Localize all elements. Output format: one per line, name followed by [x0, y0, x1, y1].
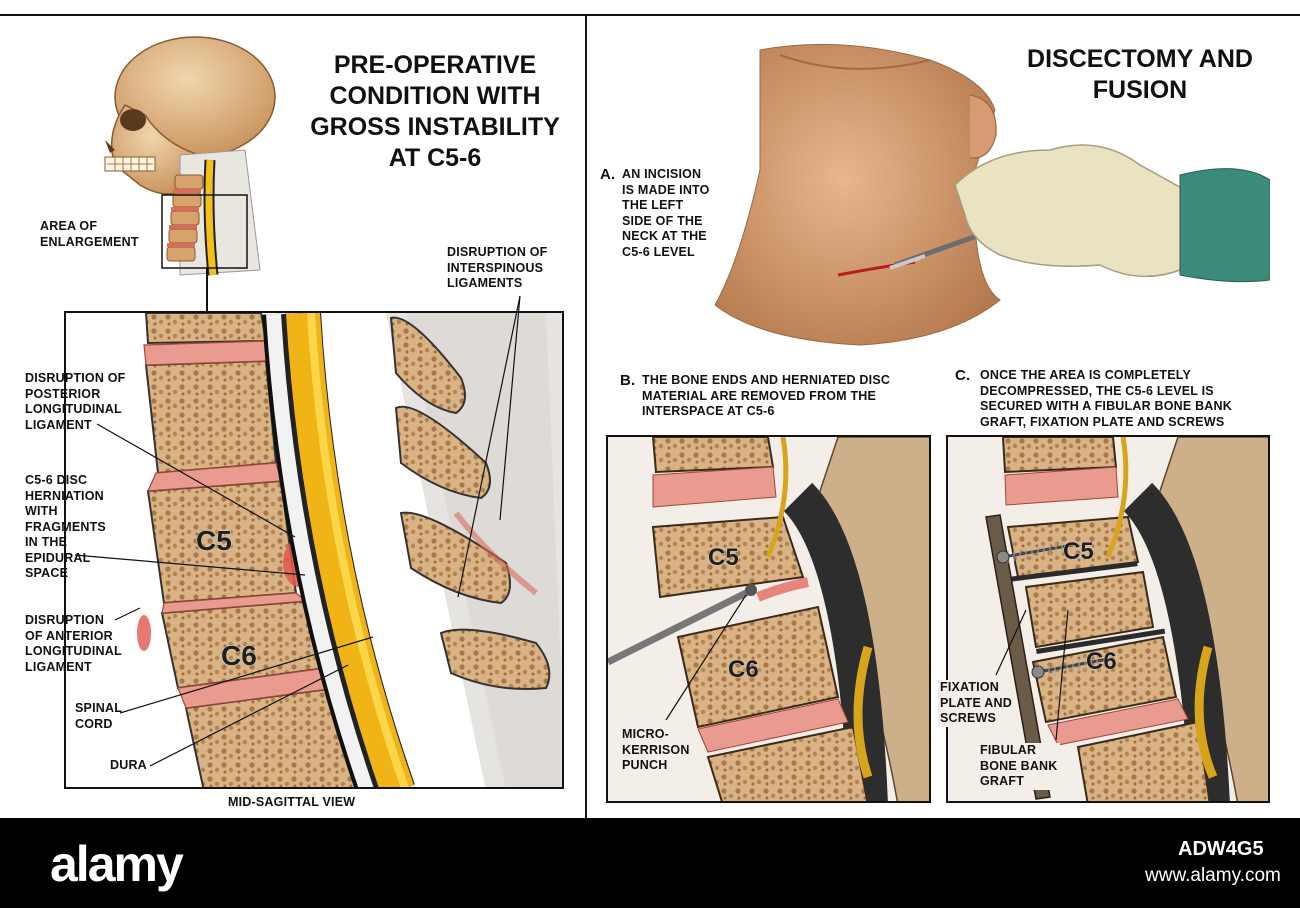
label-interspinous-ligaments: DISRUPTION OF INTERSPINOUS LIGAMENTS: [447, 245, 548, 290]
top-rule: [0, 14, 1300, 16]
watermark-footer: [0, 818, 1300, 908]
label-dura: DURA: [110, 758, 147, 772]
neck-incision-illustration: [714, 43, 1270, 346]
right-title: DISCECTOMY AND FUSION: [1027, 45, 1253, 104]
left-c5-label: C5: [196, 525, 232, 556]
site-url: www.alamy.com: [1145, 865, 1281, 886]
label-fixation-plate: FIXATION PLATE AND SCREWS: [938, 680, 1014, 727]
panel-c-c5-label: C5: [1063, 538, 1094, 565]
label-kerrison-punch: MICRO- KERRISON PUNCH: [622, 727, 690, 772]
mid-sagittal-illustration: C5 C6: [137, 313, 562, 787]
label-anterior-ligament: DISRUPTION OF ANTERIOR LONGITUDINAL LIGA…: [25, 613, 122, 674]
panel-b-discectomy: C5 C6: [606, 435, 931, 803]
step-c-text: ONCE THE AREA IS COMPLETELY DECOMPRESSED…: [980, 368, 1232, 429]
step-a-text: AN INCISION IS MADE INTO THE LEFT SIDE O…: [622, 167, 710, 259]
center-divider: [585, 14, 587, 818]
panel-b-c5-label: C5: [708, 544, 739, 571]
skull-neck-illustration: [104, 36, 276, 276]
panel-c-c6-label: C6: [1086, 648, 1117, 675]
panel-b-c6-label: C6: [728, 656, 759, 683]
label-posterior-ligament: DISRUPTION OF POSTERIOR LONGITUDINAL LIG…: [25, 371, 126, 432]
step-b-text: THE BONE ENDS AND HERNIATED DISC MATERIA…: [642, 373, 891, 418]
step-b-letter: B.: [620, 372, 636, 389]
left-title: PRE-OPERATIVE CONDITION WITH GROSS INSTA…: [310, 51, 560, 172]
discectomy-illustration: C5 C6: [608, 437, 929, 801]
left-leader-lines: [74, 295, 521, 767]
mid-sagittal-panel: C5 C6: [64, 311, 564, 789]
label-bone-graft: FIBULAR BONE BANK GRAFT: [978, 743, 1060, 790]
label-area-of-enlargement: AREA OF ENLARGEMENT: [40, 219, 139, 249]
image-id: ADW4G5: [1178, 838, 1264, 860]
alamy-logo: alamy: [50, 836, 184, 892]
right-leader-lines: [665, 594, 1069, 741]
enlargement-connector: [206, 268, 208, 312]
step-a-letter: A.: [600, 166, 616, 183]
fusion-illustration: C5 C6: [948, 437, 1268, 801]
left-c6-label: C6: [221, 640, 257, 671]
step-c-letter: C.: [955, 367, 971, 384]
label-spinal-cord: SPINAL CORD: [75, 701, 123, 731]
label-disc-herniation: C5-6 DISC HERNIATION WITH FRAGMENTS IN T…: [25, 473, 106, 580]
label-mid-sagittal-view: MID-SAGITTAL VIEW: [228, 795, 356, 809]
panel-c-fusion: C5 C6: [946, 435, 1270, 803]
